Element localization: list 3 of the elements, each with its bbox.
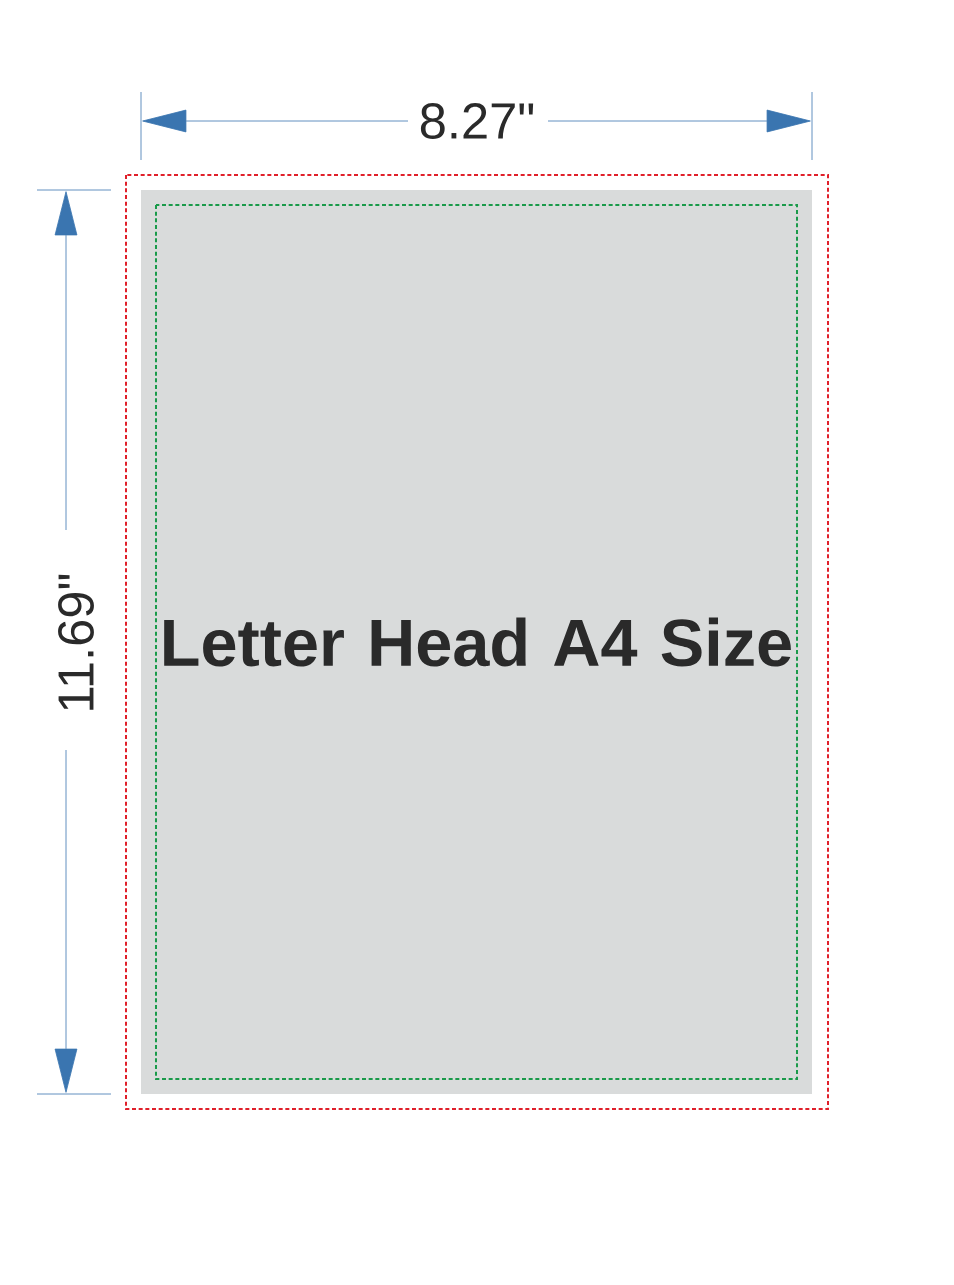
dimension-label: 11.69" — [58, 574, 94, 710]
page-box: Letter Head A4 Size — [141, 190, 812, 1094]
dimension-label: 8.27" — [420, 103, 534, 139]
